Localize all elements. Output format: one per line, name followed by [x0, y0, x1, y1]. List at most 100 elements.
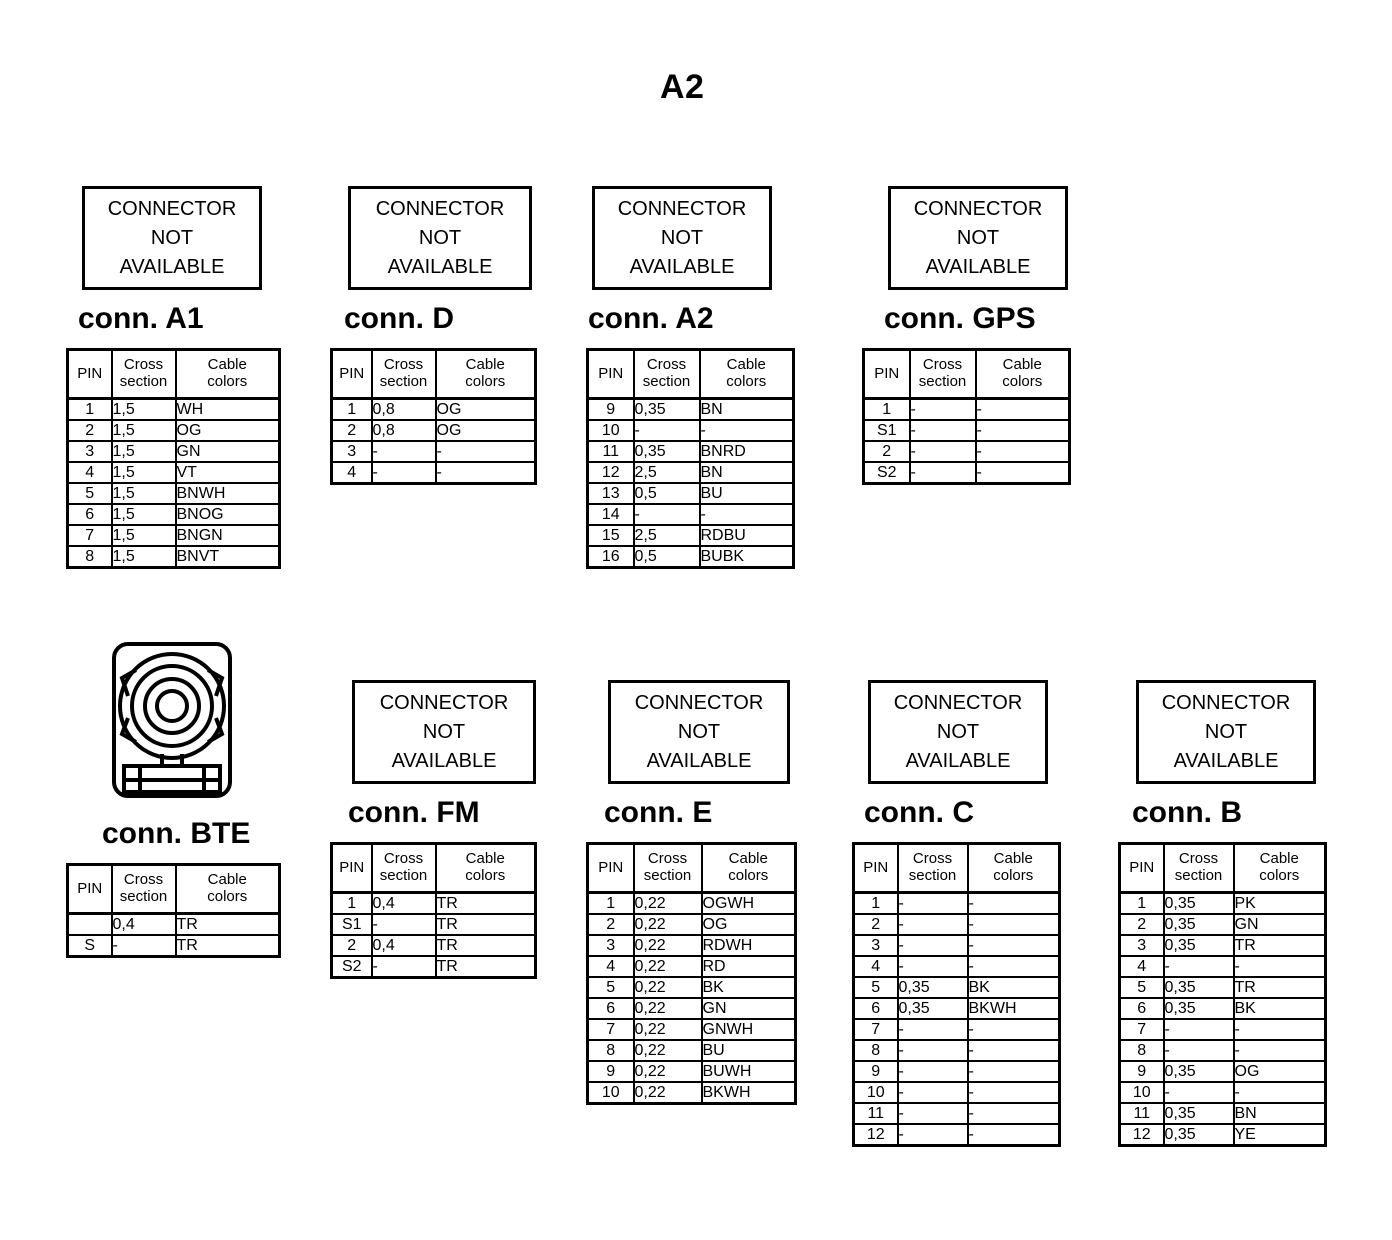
- cell-cross-section: -: [370, 461, 437, 485]
- cell-pin: 9: [586, 397, 635, 421]
- column-header-pin: PIN: [862, 348, 911, 400]
- cell-pin: 1: [852, 891, 899, 915]
- cell-cross-section: -: [896, 1018, 969, 1041]
- cell-cable-colors: TR: [434, 891, 537, 915]
- cell-pin: 4: [1118, 955, 1165, 978]
- cell-cable-colors: BNGN: [174, 524, 281, 547]
- placeholder-line-2: NOT: [660, 226, 704, 249]
- cell-cable-colors: BK: [700, 976, 797, 999]
- cell-cross-section: 1,5: [110, 419, 177, 442]
- cell-cross-section: -: [370, 913, 437, 936]
- placeholder-line-2: NOT: [936, 720, 980, 743]
- table-row: 1--: [862, 397, 1071, 421]
- placeholder-line-3: AVAILABLE: [119, 255, 225, 278]
- cell-cross-section: 0,35: [1162, 1060, 1235, 1083]
- cell-pin: 8: [1118, 1039, 1165, 1062]
- cell-cross-section: 0,35: [1162, 976, 1235, 999]
- table-row: 3--: [330, 440, 537, 463]
- table-row: 4--: [330, 461, 537, 485]
- cell-cable-colors: OGWH: [700, 891, 797, 915]
- cell-cable-colors: TR: [1232, 976, 1327, 999]
- connector-graphic-bte: [106, 640, 281, 805]
- cell-cable-colors: GNWH: [700, 1018, 797, 1041]
- column-header-pin: PIN: [330, 842, 373, 894]
- cell-pin: 14: [586, 503, 635, 526]
- cell-pin: 6: [586, 997, 635, 1020]
- cell-cross-section: -: [632, 503, 701, 526]
- table-row: 10--: [586, 419, 795, 442]
- column-header-pin: PIN: [1118, 842, 1165, 894]
- cell-cross-section: 0,4: [110, 912, 177, 936]
- cell-cross-section: 0,5: [632, 482, 701, 505]
- cell-cable-colors: BK: [966, 976, 1061, 999]
- cell-pin: 4: [586, 955, 635, 978]
- cell-cross-section: 0,22: [632, 1039, 703, 1062]
- cell-pin: 10: [852, 1081, 899, 1104]
- cell-cross-section: -: [110, 934, 177, 958]
- cell-cable-colors: GN: [174, 440, 281, 463]
- cell-cross-section: 1,5: [110, 482, 177, 505]
- cell-pin: 9: [852, 1060, 899, 1083]
- cell-cable-colors: OG: [434, 419, 537, 442]
- table-row: S1--: [862, 419, 1071, 442]
- placeholder-line-2: NOT: [1204, 720, 1248, 743]
- cell-pin: 2: [66, 419, 113, 442]
- placeholder-line-1: CONNECTOR: [375, 197, 505, 220]
- cell-cross-section: -: [908, 397, 977, 421]
- cell-pin: 9: [1118, 1060, 1165, 1083]
- cell-cross-section: 0,5: [632, 545, 701, 569]
- cell-cross-section: 0,35: [1162, 997, 1235, 1020]
- cell-cross-section: -: [908, 440, 977, 463]
- placeholder-line-3: AVAILABLE: [1173, 749, 1279, 772]
- cell-cable-colors: -: [966, 955, 1061, 978]
- cell-pin: 11: [586, 440, 635, 463]
- page-title: A2: [660, 68, 705, 106]
- cell-cross-section: 0,35: [896, 997, 969, 1020]
- table-row: 8--: [1118, 1039, 1327, 1062]
- placeholder-line-2: NOT: [677, 720, 721, 743]
- cell-cable-colors: OG: [700, 913, 797, 936]
- cell-pin: 8: [66, 545, 113, 569]
- placeholder-line-3: AVAILABLE: [646, 749, 752, 772]
- cell-cross-section: 0,35: [1162, 1102, 1235, 1125]
- cell-pin: S2: [330, 955, 373, 979]
- cell-cable-colors: -: [698, 419, 795, 442]
- column-header-pin: PIN: [66, 348, 113, 400]
- cell-cross-section: -: [1162, 1018, 1235, 1041]
- cell-cross-section: -: [1162, 955, 1235, 978]
- cell-cross-section: 0,22: [632, 891, 703, 915]
- connector-caption-c: conn. C: [864, 796, 974, 829]
- cell-pin: 8: [852, 1039, 899, 1062]
- cell-cable-colors: -: [974, 419, 1071, 442]
- cell-pin: 7: [1118, 1018, 1165, 1041]
- cell-cable-colors: BNVT: [174, 545, 281, 569]
- cell-cable-colors: RD: [700, 955, 797, 978]
